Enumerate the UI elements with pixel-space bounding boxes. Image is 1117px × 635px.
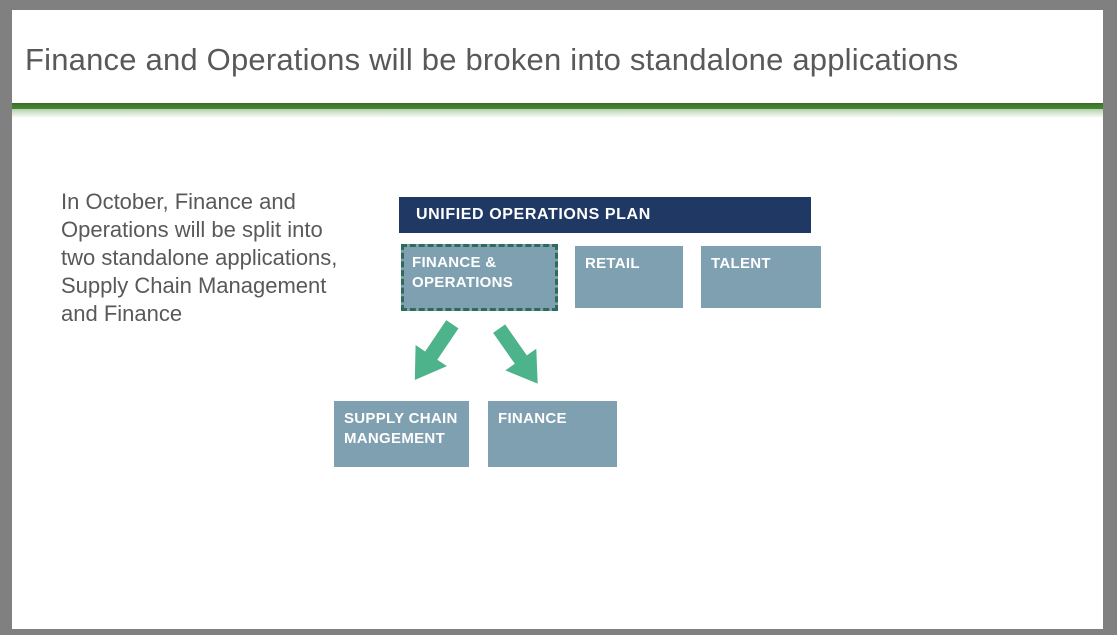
finance-and-operations-box: FINANCE & OPERATIONS (401, 244, 558, 311)
arrow-down-right-icon (482, 316, 557, 397)
finance-box: FINANCE (488, 401, 617, 467)
title-divider-line (12, 103, 1103, 118)
arrow-down-left-icon (396, 312, 470, 394)
operations-split-diagram: UNIFIED OPERATIONS PLAN FINANCE & OPERAT… (12, 10, 1103, 629)
retail-box: RETAIL (575, 246, 683, 308)
intro-paragraph: In October, Finance and Operations will … (61, 189, 338, 326)
supply-chain-management-box: SUPPLY CHAIN MANGEMENT (334, 401, 469, 467)
slide-title: Finance and Operations will be broken in… (25, 42, 959, 77)
unified-operations-plan-header: UNIFIED OPERATIONS PLAN (399, 197, 811, 233)
presentation-slide: Finance and Operations will be broken in… (12, 10, 1103, 629)
talent-box: TALENT (701, 246, 821, 308)
